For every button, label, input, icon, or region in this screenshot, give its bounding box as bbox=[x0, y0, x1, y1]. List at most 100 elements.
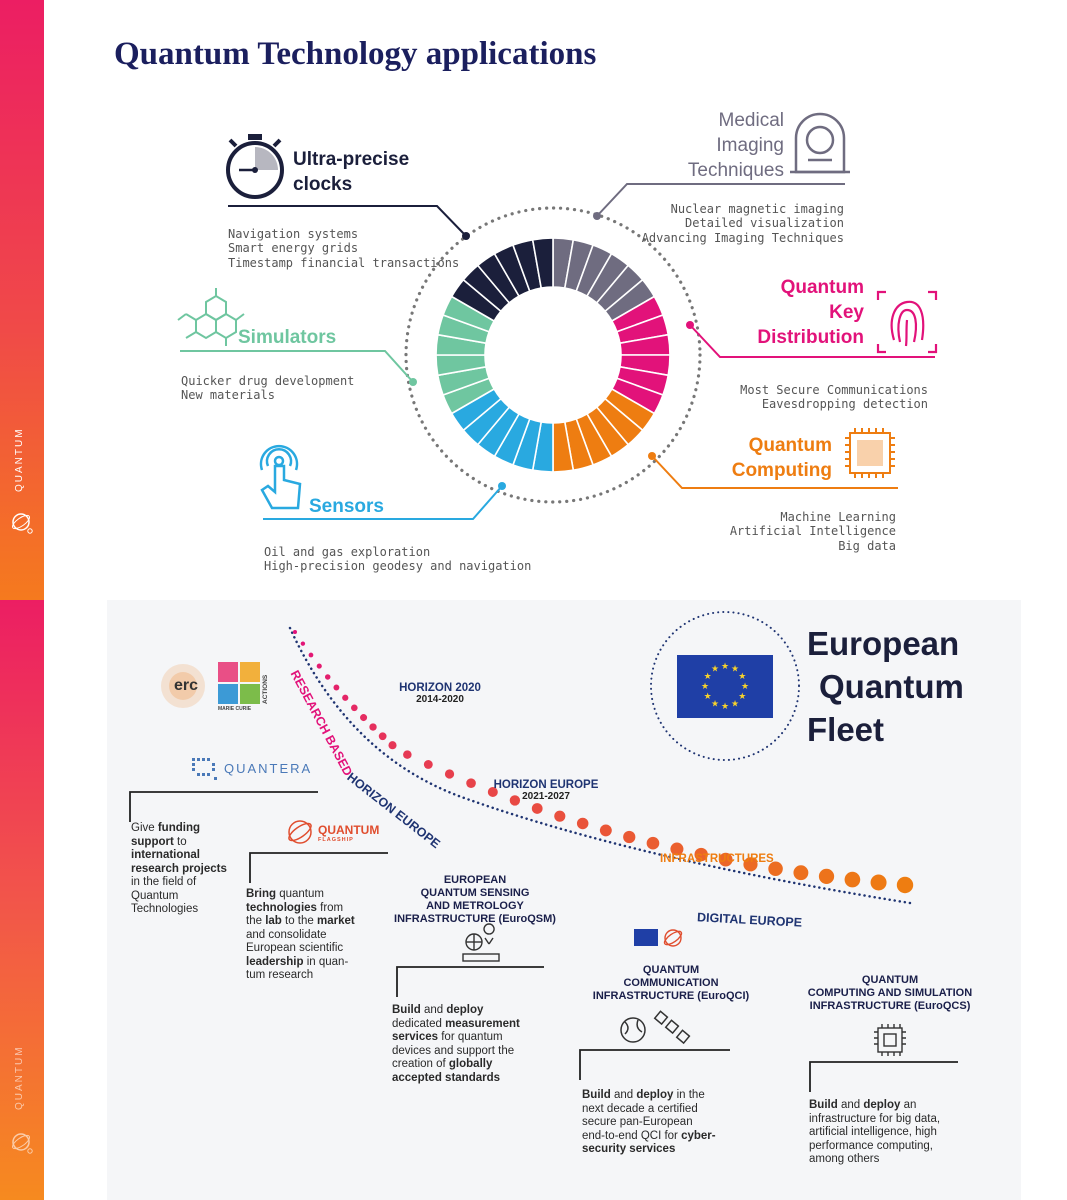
page-title: Quantum Technology applications bbox=[114, 36, 597, 72]
connector-sensors bbox=[263, 485, 503, 520]
timeline-dot bbox=[793, 865, 809, 881]
eu-star: ★ bbox=[741, 681, 749, 691]
eu-star: ★ bbox=[738, 691, 746, 701]
eu-flag bbox=[677, 655, 773, 718]
timeline-dot bbox=[743, 857, 758, 872]
msca-logo-icon bbox=[218, 662, 260, 704]
eu-star: ★ bbox=[711, 698, 719, 708]
timeline-dot bbox=[324, 674, 331, 680]
eu-star: ★ bbox=[704, 671, 712, 681]
msca-logo-text-2: ACTIONS bbox=[262, 674, 269, 704]
timeline-dot bbox=[694, 847, 708, 862]
eu-star: ★ bbox=[704, 691, 712, 701]
timeline-dot bbox=[293, 630, 297, 634]
timeline-dot bbox=[378, 732, 387, 741]
connector-dot-sensors bbox=[498, 482, 506, 490]
euroqcs-description: Build and deploy an infrastructure for b… bbox=[809, 1099, 941, 1165]
mri-scanner-icon bbox=[790, 112, 850, 174]
fingerprint-icon bbox=[876, 290, 938, 354]
ring-segment-clocks bbox=[531, 237, 554, 289]
connector-computing bbox=[651, 455, 898, 489]
cpu-chip-icon bbox=[845, 428, 895, 478]
quantum-logo-icon bbox=[11, 1133, 33, 1154]
era-horizon-europe: HORIZON EUROPE 2021-2027 bbox=[493, 779, 599, 802]
eu-star: ★ bbox=[721, 701, 729, 711]
timeline-dot bbox=[403, 750, 412, 759]
app-title-simulators: Simulators bbox=[238, 327, 337, 348]
timeline-dot bbox=[844, 871, 861, 888]
timeline-dot bbox=[487, 786, 498, 797]
quantera-logo-icon bbox=[192, 758, 217, 780]
timeline-dot bbox=[444, 769, 455, 779]
era-horizon-2020: HORIZON 2020 2014-2020 bbox=[399, 682, 481, 705]
euroqci-description: Build and deploy in the next decade a ce… bbox=[582, 1089, 716, 1155]
connector-qkd bbox=[689, 324, 935, 358]
molecule-icon bbox=[177, 288, 245, 346]
app-title-sensors: Sensors bbox=[309, 496, 384, 517]
stopwatch-icon bbox=[226, 134, 284, 199]
quantera-description: Give funding support to international re… bbox=[131, 822, 227, 915]
eu-star: ★ bbox=[731, 698, 739, 708]
timeline-dot bbox=[300, 641, 306, 646]
bracket-quantera bbox=[129, 791, 318, 822]
touch-sensor-icon bbox=[259, 444, 302, 510]
bracket-euroqci bbox=[579, 1049, 730, 1080]
eu-dotted-circle bbox=[650, 611, 800, 761]
quantum-logo-icon bbox=[11, 513, 33, 534]
connector-dot-clocks bbox=[462, 232, 470, 240]
euroqsm-description: Build and deploy dedicated measurement s… bbox=[392, 1004, 520, 1084]
dotted-ring bbox=[404, 206, 702, 504]
timeline-dot bbox=[509, 795, 521, 806]
timeline-dot bbox=[896, 876, 914, 894]
timeline-dot bbox=[333, 684, 340, 691]
satellite-icon bbox=[653, 1010, 691, 1045]
connector-medical bbox=[596, 183, 845, 217]
timeline-dot bbox=[670, 842, 684, 856]
connector-dot-qkd bbox=[686, 321, 694, 329]
erc-logo-text: erc bbox=[174, 677, 199, 694]
msca-logo-text: MARIE CURIE bbox=[218, 706, 252, 712]
timeline-dot bbox=[466, 778, 476, 789]
applications-wheel bbox=[177, 112, 938, 520]
computing-chip-icon bbox=[874, 1024, 906, 1056]
timeline-dot bbox=[870, 874, 887, 891]
infrastructures-label: INFRASTRUCTURES bbox=[660, 853, 774, 865]
timeline-dot bbox=[351, 704, 358, 712]
timeline-dot bbox=[360, 714, 368, 722]
euroqci-quantum-icon bbox=[663, 929, 683, 947]
timeline-dot bbox=[423, 760, 433, 769]
timeline-dot bbox=[531, 803, 543, 814]
metrology-icon bbox=[462, 923, 500, 962]
fleet-heading: European Quantum Fleet bbox=[807, 625, 964, 748]
timeline-dot bbox=[646, 836, 660, 850]
timeline-dot bbox=[316, 663, 322, 669]
timeline-dot bbox=[342, 694, 349, 701]
connector-clocks bbox=[228, 205, 467, 237]
side-strip-bottom: QUANTUM bbox=[0, 600, 44, 1200]
eu-star: ★ bbox=[701, 681, 709, 691]
timeline-dot bbox=[554, 810, 566, 822]
bracket-flagship bbox=[249, 852, 388, 883]
connector-dot-computing bbox=[648, 452, 656, 460]
quantera-logo-text: QUANTERA bbox=[224, 761, 313, 776]
timeline-dot bbox=[388, 741, 397, 750]
timeline-dot bbox=[599, 824, 612, 837]
eu-star: ★ bbox=[711, 664, 719, 674]
timeline-dot bbox=[576, 817, 589, 830]
bracket-euroqsm bbox=[396, 966, 544, 997]
euroqci-flag-icon bbox=[634, 929, 658, 946]
eu-star: ★ bbox=[738, 671, 746, 681]
timeline-dot bbox=[718, 852, 733, 867]
timeline-dot bbox=[369, 723, 377, 731]
